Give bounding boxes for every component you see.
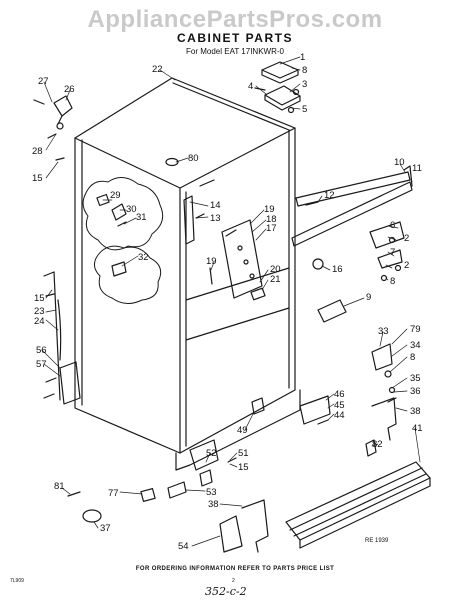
top-hinge-cap [261, 61, 299, 84]
callout-label: 16 [332, 264, 343, 275]
callout-label: 8 [410, 352, 415, 363]
callout-label: 44 [334, 410, 345, 421]
page-number: 2 [232, 578, 235, 584]
callout-label: 2 [404, 233, 409, 244]
callout-label: 38 [410, 406, 421, 417]
cabinet-shell [74, 77, 296, 454]
callout-label: 1 [300, 52, 305, 63]
detail-cloud-lower [94, 245, 162, 304]
callout-label: 79 [410, 324, 421, 335]
left-hinge-bracket [53, 95, 73, 125]
model-line: For Model EAT 17INKWR-0 [186, 47, 284, 56]
callout-label: 57 [36, 359, 47, 370]
callout-label: 30 [126, 204, 137, 215]
rail-lower [291, 181, 413, 247]
callout-label: 54 [178, 541, 189, 552]
lever-38 [371, 397, 397, 441]
callout-label: 22 [152, 64, 163, 75]
diagram-title: CABINET PARTS [177, 31, 293, 45]
callout-label: 77 [108, 488, 119, 499]
callout-label: 27 [38, 76, 49, 87]
cover-54 [219, 515, 243, 553]
callout-label: 10 [394, 157, 405, 168]
toe-grille [285, 461, 431, 541]
callout-label: 18 [266, 214, 277, 225]
callout-label: 49 [237, 425, 248, 436]
callout-label: 51 [238, 448, 249, 459]
handwritten-note: 352-c-2 [205, 585, 247, 598]
right-hinge-bracket [369, 221, 405, 249]
callout-label: 12 [324, 190, 335, 201]
callout-label: 4 [248, 81, 253, 92]
callout-label: 37 [100, 523, 111, 534]
callout-label: 3 [302, 79, 307, 90]
callout-label: 19 [264, 204, 275, 215]
rail [295, 171, 411, 207]
mounting-plate [221, 219, 263, 299]
callout-label: 52 [206, 448, 217, 459]
callout-label: 29 [110, 190, 121, 201]
callout-label: 32 [138, 252, 149, 263]
callout-label: 17 [266, 223, 277, 234]
callout-label: 9 [366, 292, 371, 303]
callout-label: 8 [390, 276, 395, 287]
callout-label: 15 [34, 293, 45, 304]
roller [82, 509, 102, 523]
ordering-instruction: FOR ORDERING INFORMATION REFER TO PARTS … [135, 566, 335, 572]
callout-label: 20 [270, 264, 281, 275]
callout-label: 15 [32, 173, 43, 184]
callout-label: 36 [410, 386, 421, 397]
callout-label: 53 [206, 487, 217, 498]
clip [317, 299, 347, 323]
corner-code: 7L909 [10, 578, 24, 584]
top-hinge [264, 85, 301, 111]
callout-label: 19 [206, 256, 217, 267]
detail-cloud-upper [82, 177, 164, 251]
callout-label: 56 [36, 345, 47, 356]
callout-label: 28 [32, 146, 43, 157]
callout-label: 15 [238, 462, 249, 473]
callout-label: 34 [410, 340, 421, 351]
callout-label: 7 [390, 247, 395, 258]
callout-label: 33 [378, 326, 389, 337]
callout-label: 23 [34, 306, 45, 317]
callout-label: 82 [372, 439, 383, 450]
callout-label: 81 [54, 481, 65, 492]
callout-label: 35 [410, 373, 421, 384]
callout-label: 13 [210, 213, 221, 224]
callout-label: 11 [412, 163, 422, 174]
callout-label: 38 [208, 499, 219, 510]
callout-label: 31 [136, 212, 147, 223]
figure-code: RE 1939 [365, 538, 389, 544]
callout-label: 41 [412, 423, 423, 434]
watermark: AppliancePartsPros.com [87, 6, 383, 33]
callout-label: 8 [302, 65, 307, 76]
callout-label: 80 [188, 153, 199, 164]
callout-label: 14 [210, 200, 221, 211]
callout-label: 24 [34, 316, 45, 327]
callout-label: 46 [334, 389, 345, 400]
callout-label: 26 [64, 84, 75, 95]
callout-label: 2 [404, 260, 409, 271]
callout-label: 21 [270, 274, 281, 285]
callout-label: 45 [334, 400, 345, 411]
callout-label: 6 [390, 220, 395, 231]
callout-label: 5 [302, 104, 307, 115]
